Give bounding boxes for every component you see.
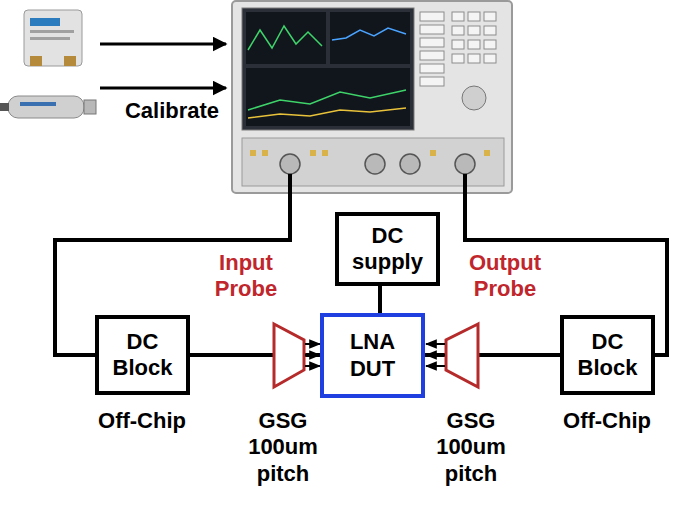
probe-spec-label: GSG 100um pitch xyxy=(243,408,323,487)
action-label: Calibrate xyxy=(117,98,227,124)
calibration-arrow xyxy=(100,44,226,88)
probe-label: Output Probe xyxy=(450,250,560,303)
probe-label: Input Probe xyxy=(206,250,286,303)
wire-connector xyxy=(378,286,382,313)
input-probe xyxy=(274,324,320,387)
box-text: DC supply xyxy=(347,223,428,276)
box-text: LNA DUT xyxy=(332,329,413,382)
location-label: Off-Chip xyxy=(552,408,662,434)
dc-block-box: DC Block xyxy=(560,315,655,395)
network-analyzer xyxy=(232,1,512,193)
power-sensor xyxy=(0,96,96,118)
dut-box: LNA DUT xyxy=(320,313,425,398)
ecal-module xyxy=(24,10,82,66)
dc-block-box: DC Block xyxy=(95,315,190,395)
box-text: DC Block xyxy=(107,329,178,382)
output-probe xyxy=(426,324,478,387)
box-text: DC Block xyxy=(572,329,643,382)
probe-spec-label: GSG 100um pitch xyxy=(431,408,511,487)
location-label: Off-Chip xyxy=(87,408,197,434)
supply-box: DC supply xyxy=(335,212,440,286)
